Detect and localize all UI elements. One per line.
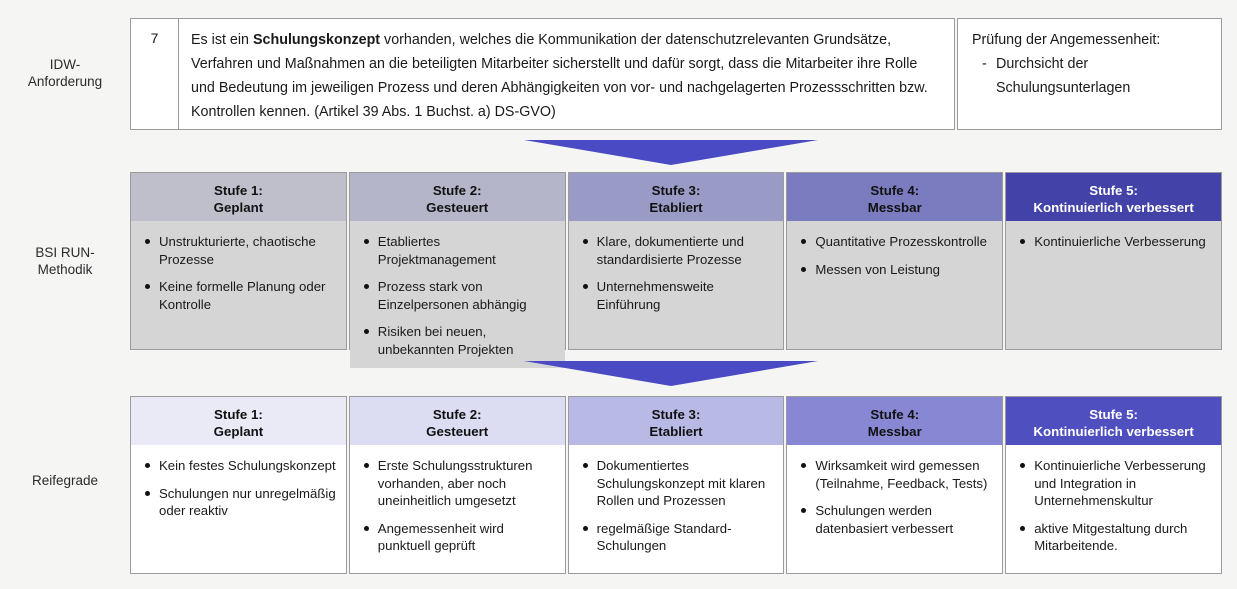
bsi-body-5: Kontinuierliche Verbesserung (1006, 221, 1221, 349)
list-item: Schulungen nur unregelmäßig oder reaktiv (139, 485, 336, 520)
bsi-body-3: Klare, dokumentierte und standardisierte… (568, 221, 784, 349)
reifegrade-header-5: Stufe 5: Kontinuierlich verbessert (1006, 397, 1221, 445)
list-item: Messen von Leistung (795, 261, 992, 279)
row-label-bsi: BSI RUN- Methodik (35, 245, 95, 277)
idw-text-bold: Schulungskonzept (252, 32, 381, 48)
list-item: Unstrukturierte, chaotische Prozesse (139, 233, 336, 268)
idw-audit-cell: Prüfung der Angemessenheit: - Durchsicht… (957, 18, 1222, 130)
idw-text-prefix: Es ist ein (191, 32, 253, 48)
idw-requirement-text: Es ist ein Schulungskonzept vorhanden, w… (178, 18, 955, 130)
arrow-down-icon (524, 361, 818, 386)
reifegrade-body-2: Erste Schulungsstrukturen vorhanden, abe… (349, 445, 565, 573)
list-item: regelmäßige Standard-Schulungen (577, 520, 774, 555)
list-item: aktive Mitgestaltung durch Mitarbeitende… (1014, 520, 1211, 555)
reifegrade-header-2: Stufe 2: Gesteuert (349, 397, 565, 445)
list-item: Wirksamkeit wird gemessen (Teilnahme, Fe… (795, 457, 992, 492)
idw-number-cell: 7 (130, 18, 178, 130)
bsi-header-2: Stufe 2: Gesteuert (349, 173, 565, 221)
list-item: Prozess stark von Einzelpersonen abhängi… (358, 278, 555, 313)
reifegrade-header-1: Stufe 1: Geplant (131, 397, 346, 445)
list-item: Klare, dokumentierte und standardisierte… (577, 233, 774, 268)
bsi-header-5: Stufe 5: Kontinuierlich verbessert (1006, 173, 1221, 221)
row-label-reifegrade: Reifegrade (31, 473, 99, 488)
reifegrade-body-3: Dokumentiertes Schulungskonzept mit klar… (568, 445, 784, 573)
idw-audit-item-label: Durchsicht der Schulungsunterlagen (996, 56, 1131, 96)
reifegrade-list-3: Dokumentiertes Schulungskonzept mit klar… (577, 457, 774, 555)
bsi-list-3: Klare, dokumentierte und standardisierte… (577, 233, 774, 313)
list-item: Kontinuierliche Verbesserung und Integra… (1014, 457, 1211, 510)
arrow-down-bsi-to-reifegrade (524, 360, 818, 386)
bsi-header-1: Stufe 1: Geplant (131, 173, 346, 221)
reifegrade-list-5: Kontinuierliche Verbesserung und Integra… (1014, 457, 1211, 555)
list-item: Schulungen werden datenbasiert verbesser… (795, 502, 992, 537)
reifegrade-list-2: Erste Schulungsstrukturen vorhanden, abe… (358, 457, 555, 555)
dash-bullet-icon: - (982, 56, 987, 72)
idw-audit-title: Prüfung der Angemessenheit: (972, 32, 1161, 48)
bsi-header-3: Stufe 3: Etabliert (568, 173, 784, 221)
list-item: Unternehmensweite Einführung (577, 278, 774, 313)
list-item: Kontinuierliche Verbesserung (1014, 233, 1211, 251)
list-item: Angemessenheit wird punktuell geprüft (358, 520, 555, 555)
list-item: Dokumentiertes Schulungskonzept mit klar… (577, 457, 774, 510)
reifegrade-header-3: Stufe 3: Etabliert (568, 397, 784, 445)
idw-text-suffix: vorhanden, welches die Kommunikation der… (191, 32, 928, 120)
list-item: Etabliertes Projektmanagement (358, 233, 555, 268)
row-label-idw: IDW- Anforderung (27, 57, 103, 89)
idw-audit-item: - Durchsicht der Schulungsunterlagen (972, 52, 1209, 100)
list-item: Keine formelle Planung oder Kontrolle (139, 278, 336, 313)
reifegrade-header-4: Stufe 4: Messbar (787, 397, 1003, 445)
reifegrade-body-4: Wirksamkeit wird gemessen (Teilnahme, Fe… (787, 445, 1003, 573)
list-item: Kein festes Schulungskonzept (139, 457, 336, 475)
bsi-header-4: Stufe 4: Messbar (787, 173, 1003, 221)
arrow-down-icon (524, 140, 818, 165)
list-item: Quantitative Prozesskontrolle (795, 233, 992, 251)
arrow-down-idw-to-bsi (524, 139, 818, 165)
bsi-list-5: Kontinuierliche Verbesserung (1014, 233, 1211, 251)
idw-requirement-block: 7 Es ist ein Schulungskonzept vorhanden,… (130, 18, 1222, 130)
list-item: Erste Schulungsstrukturen vorhanden, abe… (358, 457, 555, 510)
reifegrade-body-5: Kontinuierliche Verbesserung und Integra… (1006, 445, 1221, 573)
list-item: Risiken bei neuen, unbekannten Projekten (358, 323, 555, 358)
reifegrade-list-4: Wirksamkeit wird gemessen (Teilnahme, Fe… (795, 457, 992, 537)
